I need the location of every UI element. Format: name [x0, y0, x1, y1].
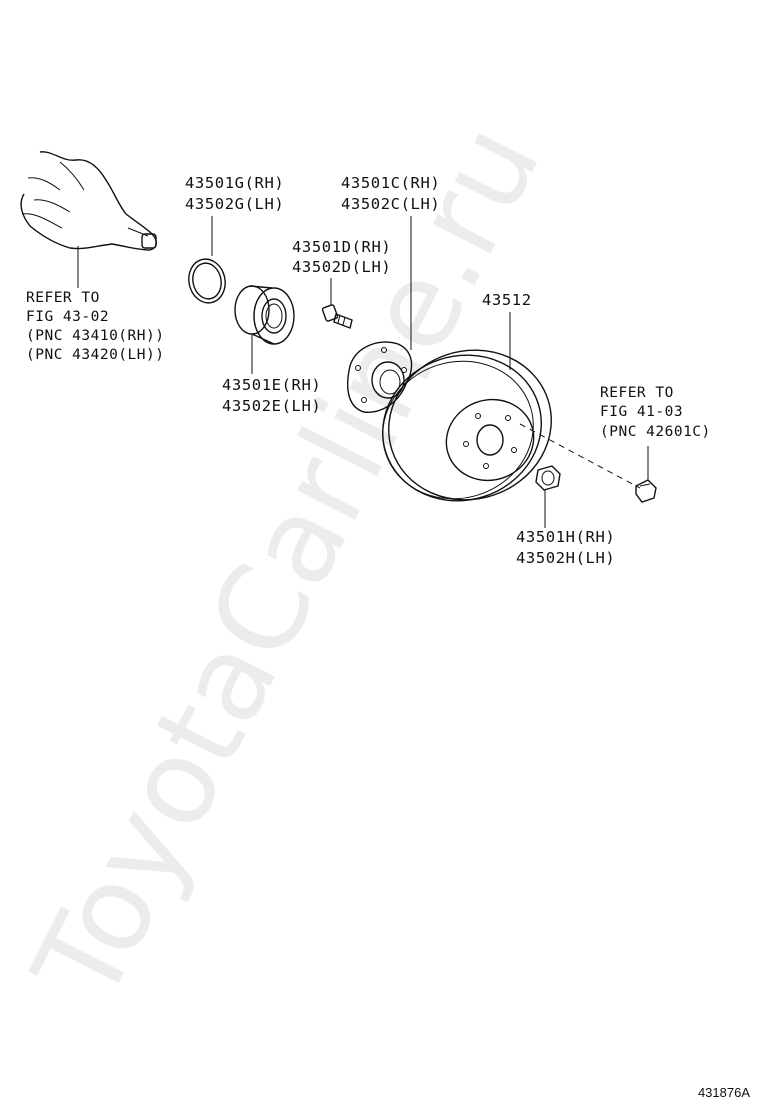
label-43502e: 43502E(LH) [222, 397, 321, 415]
ref-line: FIG 41-03 [600, 404, 683, 420]
wheel-nut [635, 479, 657, 503]
hub-bolt [321, 304, 353, 329]
label-43501e: 43501E(RH) [222, 376, 321, 394]
brake-disc [382, 349, 552, 502]
hub-bearing [234, 285, 295, 345]
label-43501d: 43501D(RH) [292, 238, 391, 256]
ref-line: REFER TO [26, 290, 100, 306]
ref-line: (PNC 42601C) [600, 424, 711, 440]
ref-line: REFER TO [600, 385, 674, 401]
label-43501g: 43501G(RH) [185, 174, 284, 192]
ref-line: FIG 43-02 [26, 309, 109, 325]
label-43501h: 43501H(RH) [516, 528, 615, 546]
label-43502g: 43502G(LH) [185, 195, 284, 213]
label-43502d: 43502D(LH) [292, 258, 391, 276]
axle-hub [346, 341, 413, 413]
snap-ring [188, 258, 226, 304]
hub-nut [535, 465, 561, 491]
label-43502h: 43502H(LH) [516, 549, 615, 567]
label-43501c: 43501C(RH) [341, 174, 440, 192]
watermark: ToyotaCarline.ru [7, 103, 567, 1024]
figure-id: 431876A [698, 1085, 750, 1100]
ref-line: (PNC 43410(RH)) [26, 328, 164, 344]
label-43502c: 43502C(LH) [341, 195, 440, 213]
drive-shaft [20, 151, 157, 251]
ref-line: (PNC 43420(LH)) [26, 347, 164, 363]
driveshaft-reference: REFER TO FIG 43-02 (PNC 43410(RH)) (PNC … [26, 290, 164, 363]
wheel-nut-reference: REFER TO FIG 41-03 (PNC 42601C) [600, 385, 711, 440]
label-43512: 43512 [482, 291, 532, 309]
